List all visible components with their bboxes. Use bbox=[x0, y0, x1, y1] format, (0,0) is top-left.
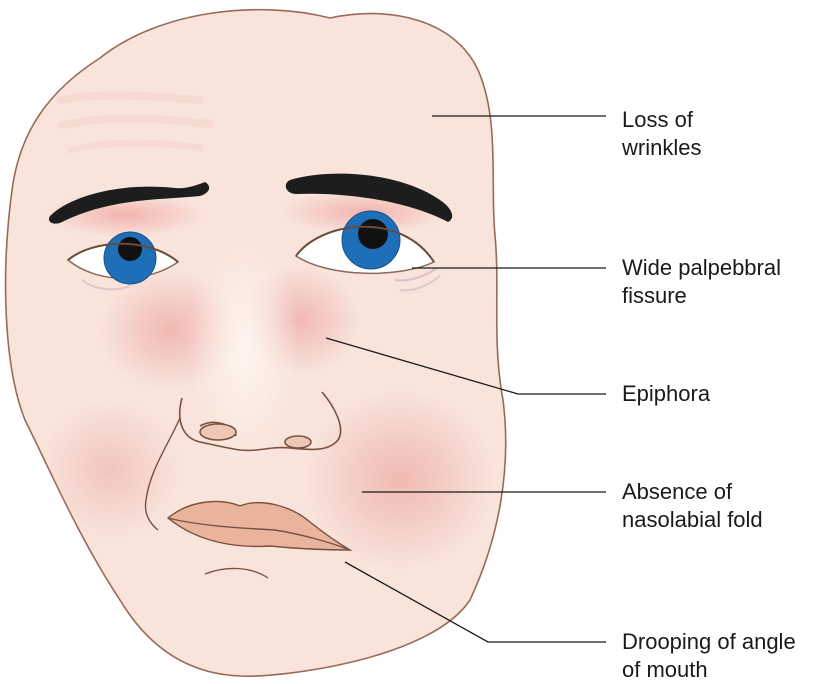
label-wide-palpebral-fissure: Wide palpebbral fissure bbox=[622, 254, 781, 310]
label-absence-of-nasolabial-fold-line2: nasolabial fold bbox=[622, 506, 763, 534]
label-wide-palpebral-fissure-line1: Wide palpebbral bbox=[622, 254, 781, 282]
label-absence-of-nasolabial-fold-line1: Absence of bbox=[622, 478, 763, 506]
label-loss-of-wrinkles-line1: Loss of bbox=[622, 106, 701, 134]
label-loss-of-wrinkles: Loss of wrinkles bbox=[622, 106, 701, 162]
label-drooping-of-angle-of-mouth: Drooping of angle of mouth bbox=[622, 628, 796, 684]
label-loss-of-wrinkles-line2: wrinkles bbox=[622, 134, 701, 162]
label-epiphora: Epiphora bbox=[622, 380, 710, 408]
label-wide-palpebral-fissure-line2: fissure bbox=[622, 282, 781, 310]
label-drooping-of-angle-of-mouth-line1: Drooping of angle bbox=[622, 628, 796, 656]
label-absence-of-nasolabial-fold: Absence of nasolabial fold bbox=[622, 478, 763, 534]
label-epiphora-line1: Epiphora bbox=[622, 380, 710, 408]
label-drooping-of-angle-of-mouth-line2: of mouth bbox=[622, 656, 796, 684]
